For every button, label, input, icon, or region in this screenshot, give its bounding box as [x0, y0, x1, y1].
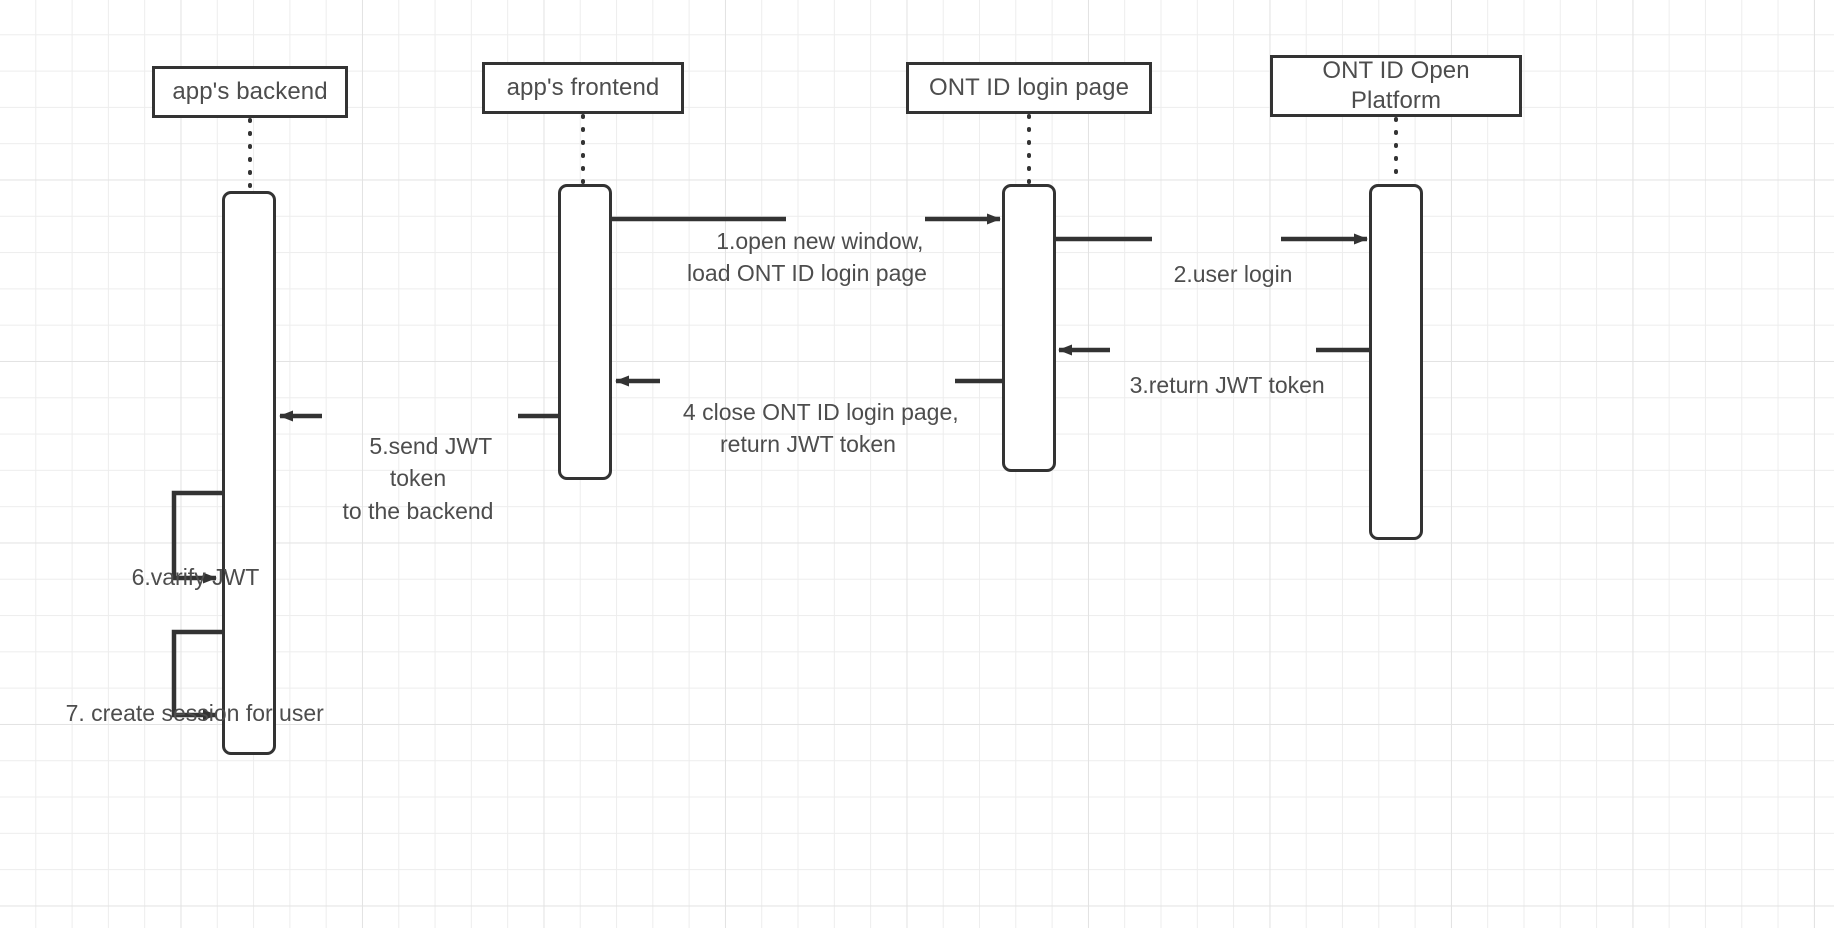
activation-bar-platform[interactable] [1369, 184, 1423, 540]
message-label-1: 1.open new window, load ONT ID login pag… [684, 192, 930, 323]
message-text-6: 6.varify JWT [131, 563, 260, 590]
message-label-3: 3.return JWT token [1104, 336, 1325, 434]
message-label-4: 4 close ONT ID login page, return JWT to… [652, 363, 964, 494]
message-arrows [171, 213, 1369, 721]
participant-box-platform[interactable]: ONT ID Open Platform [1270, 55, 1522, 117]
message-label-7: 7. create session for user [40, 664, 360, 762]
message-text-3: 3.return JWT token [1129, 371, 1325, 398]
message-text-2: 2.user login [1173, 260, 1293, 287]
participant-label-frontend: app's frontend [506, 74, 660, 101]
message-text-1: 1.open new window, load ONT ID login pag… [687, 227, 927, 287]
message-text-5: 5.send JWT token to the backend [342, 432, 494, 524]
message-text-7: 7. create session for user [65, 699, 324, 726]
message-label-5: 5.send JWT token to the backend [314, 397, 522, 560]
message-text-4: 4 close ONT ID login page, return JWT to… [682, 398, 959, 458]
message-arrow-7-self [171, 629, 222, 721]
message-label-2: 2.user login [1148, 225, 1293, 323]
participant-label-loginpage: ONT ID login page [928, 74, 1130, 101]
lifelines [248, 114, 1398, 191]
activation-bar-backend[interactable] [222, 191, 276, 755]
participant-label-platform: ONT ID Open Platform [1322, 57, 1470, 114]
activation-bar-loginpage[interactable] [1002, 184, 1056, 472]
participant-label-backend: app's backend [172, 78, 328, 105]
participant-box-frontend[interactable]: app's frontend [482, 62, 684, 114]
participant-box-backend[interactable]: app's backend [152, 66, 348, 118]
message-arrow-6-self [171, 490, 222, 584]
activation-bar-frontend[interactable] [558, 184, 612, 480]
participant-box-loginpage[interactable]: ONT ID login page [906, 62, 1152, 114]
message-label-6: 6.varify JWT [106, 528, 306, 626]
